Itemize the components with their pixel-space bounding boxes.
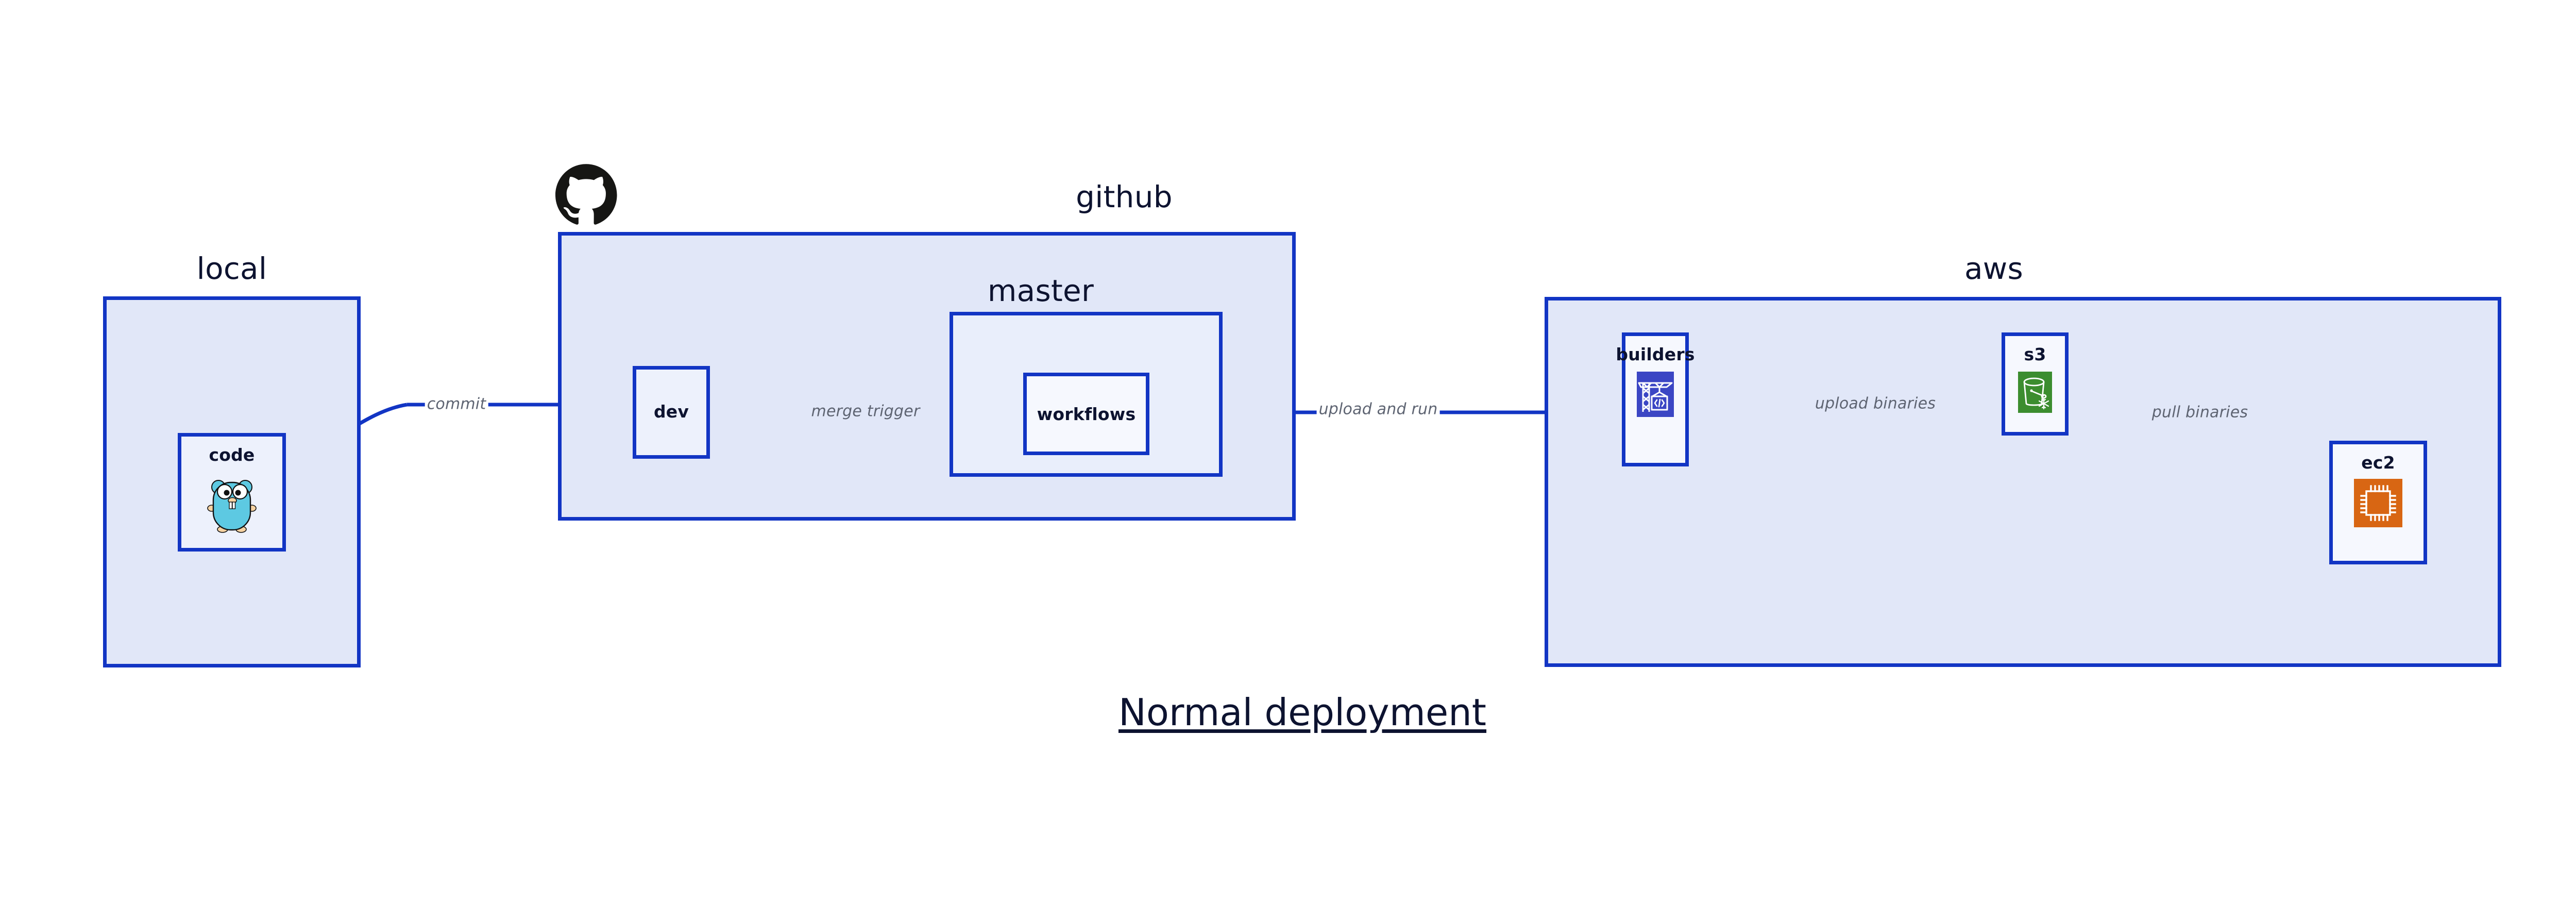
node-dev-label: dev xyxy=(653,402,689,422)
node-code-label: code xyxy=(209,445,255,465)
node-builders[interactable]: builders xyxy=(1616,332,1694,466)
node-ec2-label: ec2 xyxy=(2361,453,2395,473)
aws-builders-crane-icon xyxy=(1637,372,1674,417)
aws-s3-bucket-icon xyxy=(2018,372,2052,413)
edge-label-upload-and-run: upload and run xyxy=(1316,400,1440,419)
edge-label-pull-binaries: pull binaries xyxy=(2149,403,2250,422)
node-ec2[interactable]: ec2 xyxy=(2329,441,2427,564)
node-workflows-label: workflows xyxy=(1037,404,1136,424)
aws-ec2-chip-icon xyxy=(2354,479,2402,527)
github-octocat-icon xyxy=(555,164,617,225)
node-workflows[interactable]: workflows xyxy=(1023,373,1149,455)
group-label-github: github xyxy=(1076,179,1173,214)
diagram-title: Normal deployment xyxy=(1118,691,1487,734)
go-gopher-icon xyxy=(206,472,258,533)
group-label-local: local xyxy=(196,251,267,286)
node-s3[interactable]: s3 xyxy=(2002,332,2069,436)
edge-label-upload-binaries: upload binaries xyxy=(1812,394,1938,413)
node-s3-label: s3 xyxy=(2024,344,2046,364)
edge-label-merge-trigger: merge trigger xyxy=(809,402,922,421)
node-code[interactable]: code xyxy=(178,433,286,552)
node-dev[interactable]: dev xyxy=(633,366,710,459)
edge-label-commit: commit xyxy=(425,395,488,413)
node-builders-label: builders xyxy=(1616,344,1695,364)
group-label-master: master xyxy=(987,273,1094,308)
group-label-aws: aws xyxy=(1964,251,2024,286)
